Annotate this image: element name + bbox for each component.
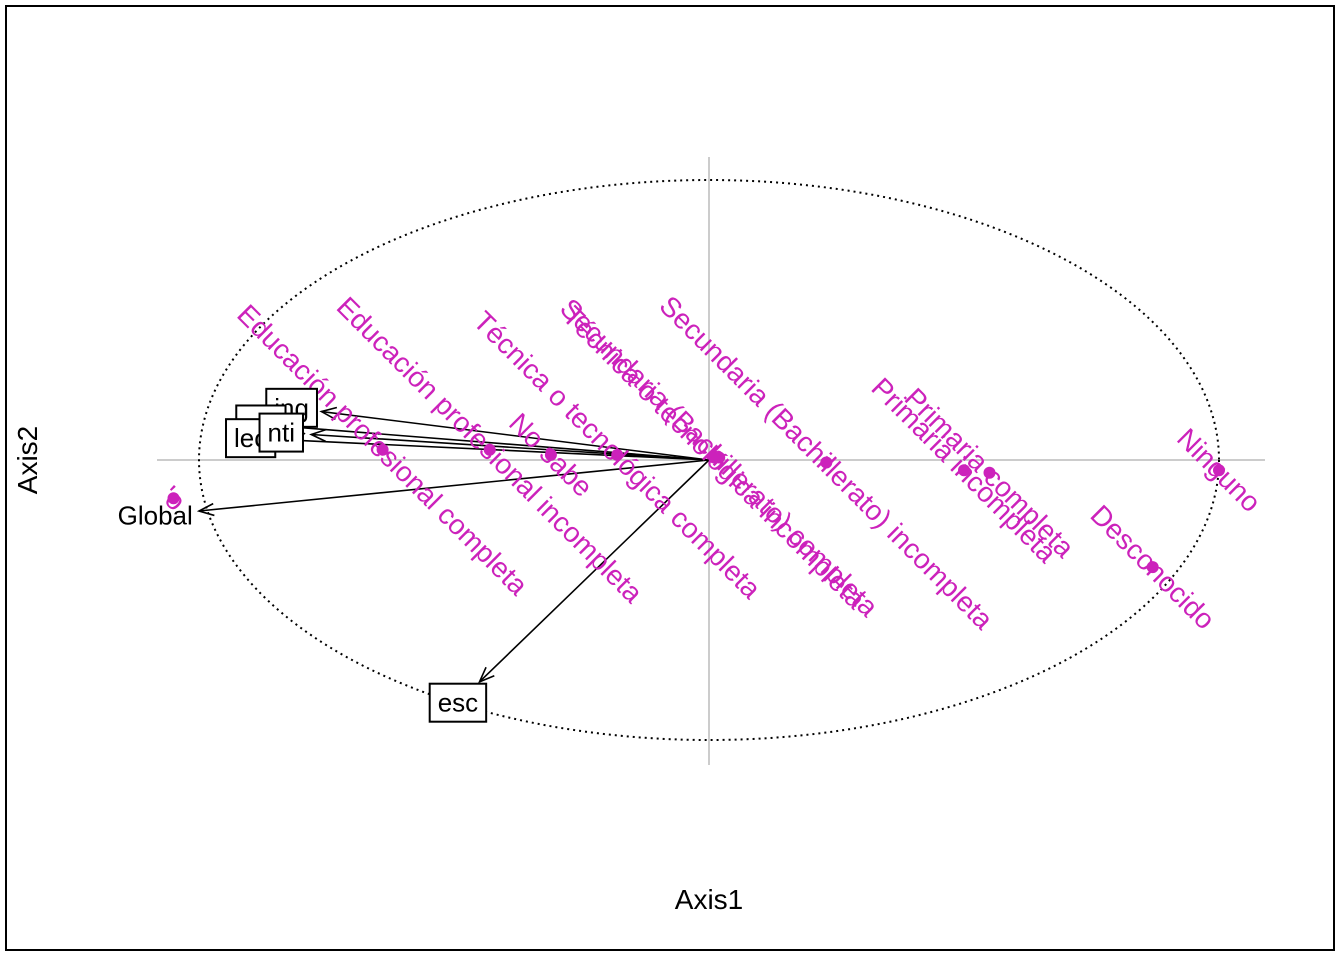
arrow-ciu [290, 426, 710, 461]
arrow-label-global: Global [118, 500, 193, 530]
arrow-global [198, 459, 710, 512]
arrowhead-nti [309, 428, 327, 443]
point-o [167, 492, 180, 505]
point-secundaria-bachillerato-incompleta [820, 456, 833, 469]
point-educacion-profesional-incompleta [483, 443, 496, 456]
point-label-ninguno: Ninguno [1171, 422, 1267, 518]
point-primaria-incompleta [958, 464, 970, 477]
arrowhead-esc [477, 666, 495, 684]
point-primaria-completa [983, 466, 996, 479]
point-educacion-profesional-completa [376, 443, 389, 456]
svg-text:nti: nti [268, 418, 295, 448]
point-desconocido [1146, 561, 1159, 574]
point-secundaria-bachillerato-completa [713, 451, 726, 464]
point-label-desconocido: Desconocido [1085, 499, 1221, 635]
correlation-circle [198, 179, 1220, 741]
y-axis-title: Axis2 [12, 425, 43, 495]
svg-text:Global: Global [118, 500, 193, 530]
svg-text:esc: esc [438, 688, 478, 718]
arrow-ing [321, 410, 710, 461]
arrow-label-esc: esc [428, 682, 488, 723]
point-label-primaria-completa: Primaria completa [899, 382, 1081, 564]
arrow-label-nti: nti [258, 412, 304, 453]
arrow-nti [311, 433, 710, 461]
plot-frame [5, 5, 1335, 951]
point-ninguno [1213, 464, 1225, 477]
x-axis-title: Axis1 [674, 884, 744, 915]
arrowhead-global [196, 502, 215, 517]
arrowhead-ing [319, 406, 338, 420]
arrow-esc [478, 459, 710, 683]
point-no-sabe [544, 448, 557, 461]
point-tecnica-o-tecnologica-completa [611, 448, 624, 461]
